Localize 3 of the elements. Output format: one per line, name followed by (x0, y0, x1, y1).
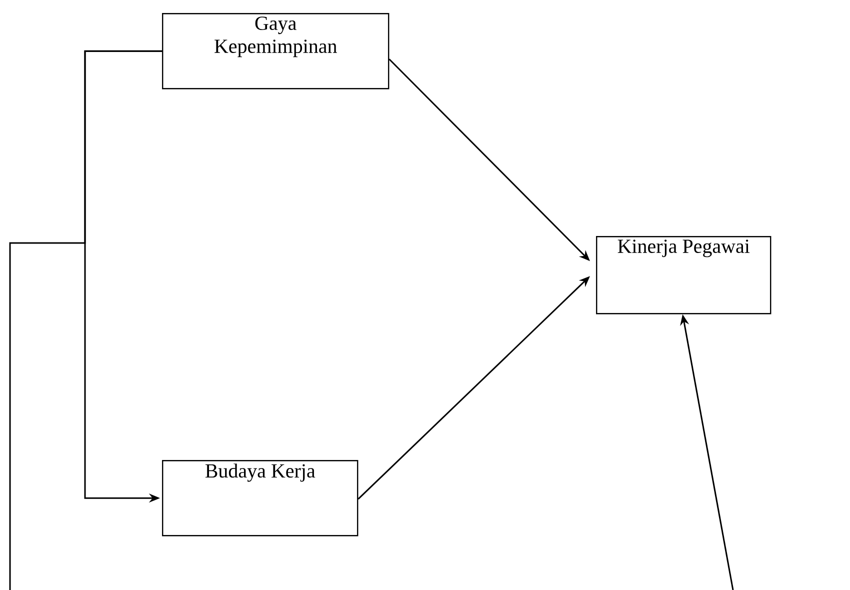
box: Kinerja Pegawai (596, 236, 772, 314)
box: Gaya Kepemimpinan (162, 13, 390, 90)
box: Budaya Kerja (162, 460, 358, 536)
